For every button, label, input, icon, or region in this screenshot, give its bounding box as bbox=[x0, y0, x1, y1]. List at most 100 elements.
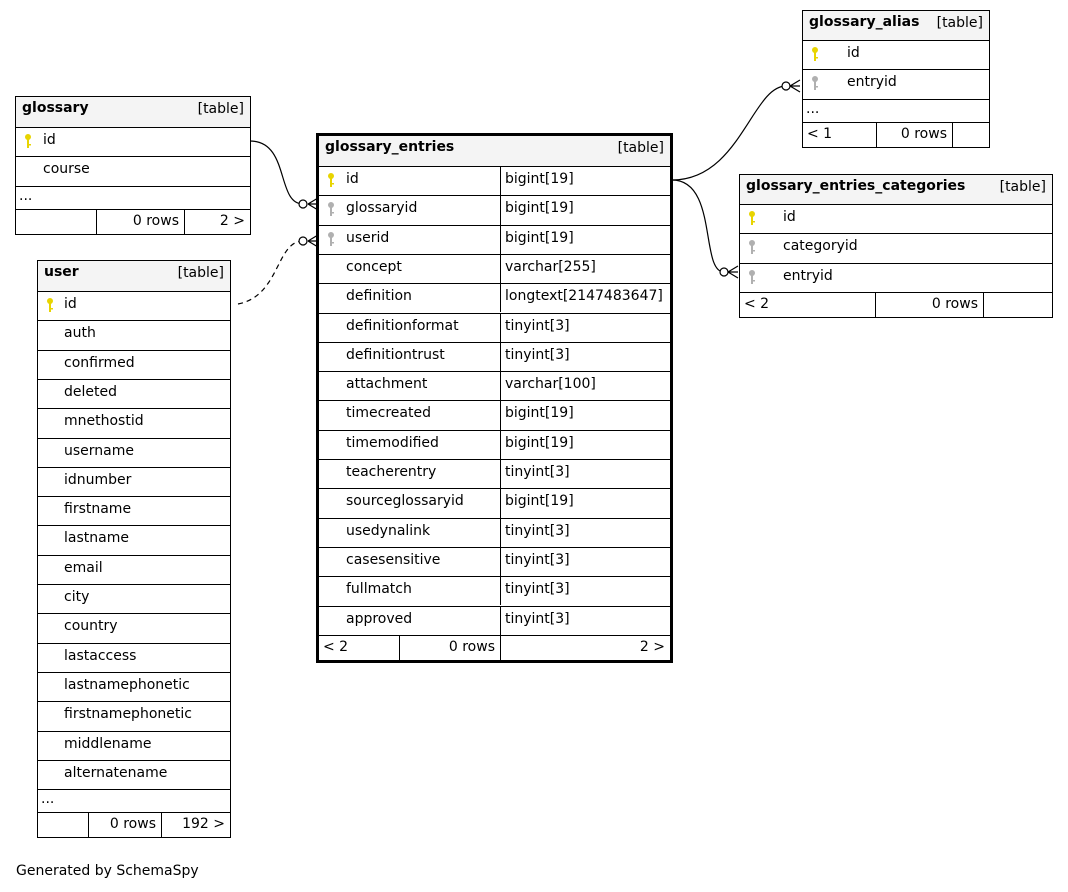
column-row-id[interactable]: id bbox=[38, 291, 230, 320]
table-header: glossary[table] bbox=[16, 97, 250, 127]
column-row-id[interactable]: id bbox=[803, 40, 989, 69]
column-name: course bbox=[43, 161, 90, 178]
column-name: middlename bbox=[64, 735, 152, 752]
footer-children: 192 > bbox=[182, 816, 225, 833]
column-row-confirmed[interactable]: confirmed bbox=[38, 349, 230, 379]
primary-key-icon bbox=[46, 297, 54, 317]
column-row-attachment[interactable]: attachment varchar[100] bbox=[319, 371, 670, 401]
primary-key-icon bbox=[811, 46, 819, 66]
footer-parents-cell[interactable] bbox=[38, 813, 88, 837]
column-name: attachment bbox=[346, 376, 428, 393]
footer-parents-cell[interactable]: < 2 bbox=[740, 293, 875, 317]
column-row-deleted[interactable]: deleted bbox=[38, 378, 230, 408]
table-glossary[interactable]: glossary[table]id course... 0 rows 2 > bbox=[15, 96, 251, 235]
column-type: varchar[100] bbox=[505, 376, 596, 393]
column-row-lastname[interactable]: lastname bbox=[38, 525, 230, 554]
column-type: bigint[19] bbox=[505, 493, 574, 510]
foreign-key-icon bbox=[811, 75, 819, 95]
column-name: teacherentry bbox=[346, 464, 437, 480]
more-columns-row: ... bbox=[803, 98, 989, 122]
column-name: deleted bbox=[64, 383, 117, 400]
footer-rows-cell: 0 rows bbox=[876, 122, 952, 147]
column-row-alternatename[interactable]: alternatename bbox=[38, 759, 230, 789]
table-kind: [table] bbox=[936, 15, 983, 31]
column-type: tinyint[3] bbox=[505, 317, 570, 334]
column-type: bigint[19] bbox=[505, 171, 574, 187]
column-name: timecreated bbox=[346, 405, 431, 422]
footer-rows-cell: 0 rows bbox=[88, 813, 161, 838]
column-row-mnethostid[interactable]: mnethostid bbox=[38, 408, 230, 437]
column-row-id[interactable]: id bbox=[16, 127, 250, 156]
column-row-entryid[interactable]: entryid bbox=[803, 69, 989, 98]
column-type: tinyint[3] bbox=[505, 346, 570, 363]
primary-key-icon bbox=[327, 172, 335, 192]
column-row-auth[interactable]: auth bbox=[38, 320, 230, 349]
column-row-id[interactable]: id bbox=[740, 204, 1052, 233]
column-row-email[interactable]: email bbox=[38, 554, 230, 584]
more-columns-ellipsis: ... bbox=[19, 187, 33, 204]
column-type: varchar[255] bbox=[505, 258, 596, 275]
footer-parents-cell[interactable]: < 1 bbox=[803, 123, 876, 147]
crowfoot-alias bbox=[789, 79, 801, 93]
column-row-username[interactable]: username bbox=[38, 437, 230, 467]
column-type: bigint[19] bbox=[505, 229, 574, 246]
footer-children-cell[interactable]: 192 > bbox=[161, 813, 230, 838]
column-type: tinyint[3] bbox=[505, 551, 570, 568]
crowfoot-categories bbox=[727, 265, 739, 279]
column-type: tinyint[3] bbox=[505, 610, 570, 627]
footer-parents-cell[interactable] bbox=[16, 210, 96, 234]
column-row-middlename[interactable]: middlename bbox=[38, 730, 230, 760]
footer-children-cell[interactable]: 2 > bbox=[184, 209, 250, 234]
more-columns-row: ... bbox=[38, 789, 230, 812]
footer-children-cell[interactable] bbox=[952, 122, 989, 147]
table-name: glossary_entries_categories bbox=[746, 178, 966, 194]
column-name: lastname bbox=[64, 530, 129, 547]
footer-rows-cell: 0 rows bbox=[399, 635, 500, 660]
column-row-idnumber[interactable]: idnumber bbox=[38, 466, 230, 496]
column-row-course[interactable]: course bbox=[16, 156, 250, 185]
column-name: casesensitive bbox=[346, 551, 441, 568]
footer-rows: 0 rows bbox=[931, 295, 978, 312]
column-row-lastnamephonetic[interactable]: lastnamephonetic bbox=[38, 671, 230, 701]
column-type-cell: tinyint[3] bbox=[500, 606, 670, 635]
column-row-firstnamephonetic[interactable]: firstnamephonetic bbox=[38, 701, 230, 730]
column-row-firstname[interactable]: firstname bbox=[38, 496, 230, 525]
column-row-entryid[interactable]: entryid bbox=[740, 262, 1052, 292]
footer-rows: 0 rows bbox=[132, 212, 179, 229]
column-row-casesensitive[interactable]: casesensitive tinyint[3] bbox=[319, 546, 670, 577]
primary-key-icon bbox=[748, 210, 756, 230]
column-row-lastaccess[interactable]: lastaccess bbox=[38, 642, 230, 672]
footer-children-cell[interactable] bbox=[983, 292, 1052, 317]
footer-children-cell[interactable]: 2 > bbox=[500, 635, 670, 660]
table-kind: [table] bbox=[999, 179, 1046, 195]
column-name: idnumber bbox=[64, 471, 132, 488]
footer-parents-cell[interactable]: < 2 bbox=[319, 636, 399, 660]
optional-circle-userid bbox=[298, 236, 308, 246]
footer-rows-cell: 0 rows bbox=[875, 292, 983, 317]
column-row-categoryid[interactable]: categoryid bbox=[740, 233, 1052, 262]
column-name: alternatename bbox=[64, 764, 168, 781]
column-row-country[interactable]: country bbox=[38, 613, 230, 642]
column-row-city[interactable]: city bbox=[38, 584, 230, 613]
column-name: entryid bbox=[847, 74, 897, 91]
column-name: id bbox=[847, 45, 860, 61]
